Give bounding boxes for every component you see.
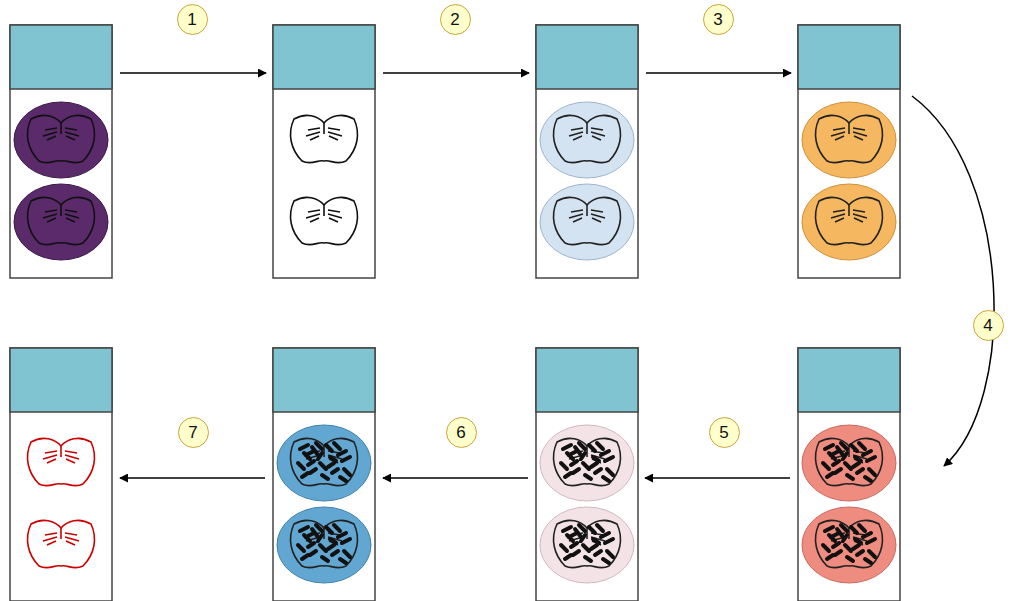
callout-number: 4 [973,310,1004,341]
slide-tube [10,25,112,278]
callout-number: 5 [709,417,740,448]
slide-tube [798,348,900,601]
callout-number: 6 [446,417,477,448]
step-arrows [120,73,994,478]
callout-number: 3 [703,4,734,35]
slide-tube [536,348,638,601]
slide-tube [10,348,112,601]
slide-tube [273,348,375,601]
slide-tube [536,25,638,278]
callout-number: 1 [177,4,208,35]
slide-tube [798,25,900,278]
callout-number: 2 [440,4,471,35]
callout-number: 7 [178,417,209,448]
slide-tube [273,25,375,278]
